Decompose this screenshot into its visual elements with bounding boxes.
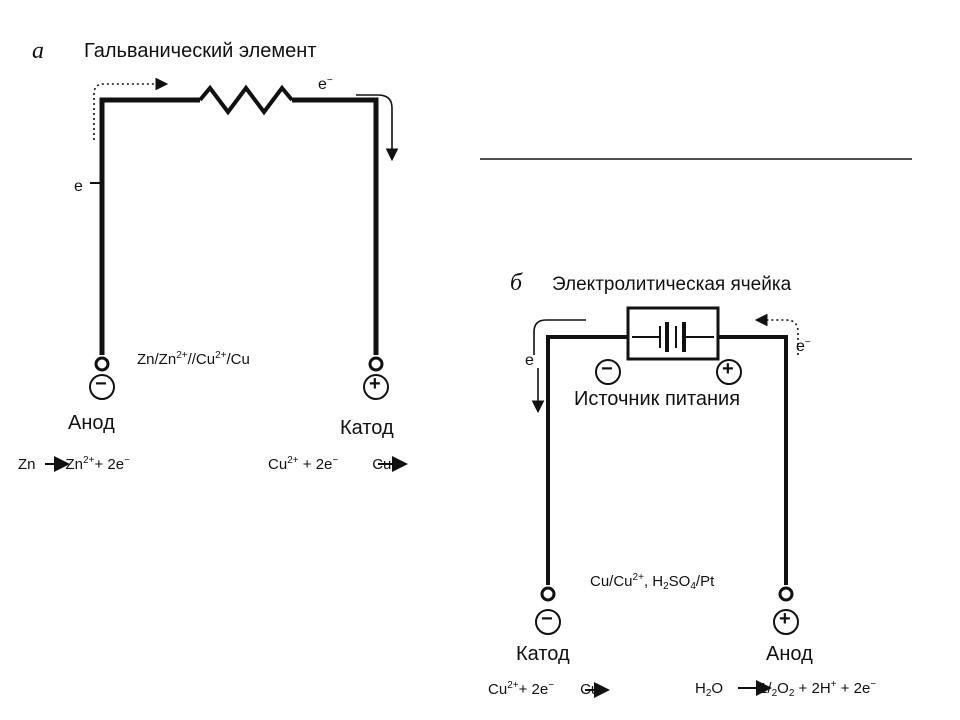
- anode-sign-a: −: [95, 373, 107, 395]
- anode-sign-circle-b: [773, 609, 799, 635]
- power-source-box: [626, 306, 720, 361]
- panel-b-letter: б: [510, 270, 523, 296]
- anode-terminal-b: [778, 586, 794, 602]
- electron-flow-arrow-right: [356, 94, 399, 162]
- source-minus-sign: −: [601, 358, 613, 380]
- cathode-sign-a: +: [369, 373, 381, 395]
- cathode-reaction-a: Cu2+ + 2e−Cu: [268, 455, 392, 474]
- anode-label-a: Анод: [68, 412, 115, 434]
- anode-sign-b: +: [779, 608, 791, 630]
- electron-flow-arrow-left-b: [533, 319, 586, 355]
- anode-terminal: [94, 356, 110, 372]
- wire-right: [292, 97, 379, 355]
- cathode-sign-circle-b: [535, 609, 561, 635]
- anode-label-b: Анод: [766, 643, 813, 665]
- electron-label-top: e−: [318, 75, 333, 94]
- source-plus-circle: [716, 359, 742, 385]
- electron-label-left: e: [74, 178, 83, 195]
- cathode-label-b: Катод: [516, 643, 570, 665]
- cell-notation-a: Zn/Zn2+//Cu2+/Cu: [137, 350, 250, 369]
- resistor: [198, 84, 294, 116]
- cathode-sign-b: −: [541, 608, 553, 630]
- anode-sign-circle: [89, 374, 115, 400]
- wire-left-b: [546, 335, 628, 585]
- electrolytic-cell-circuit: [45, 306, 799, 698]
- galvanic-cell-circuit: [89, 77, 399, 400]
- source-plus-sign: +: [722, 358, 734, 380]
- cathode-reaction-b: Cu2++ 2e−Cu: [488, 680, 600, 699]
- cathode-terminal: [368, 356, 384, 372]
- cathode-sign-circle: [363, 374, 389, 400]
- electron-label-right-b: e−: [796, 337, 811, 356]
- cathode-label-a: Катод: [340, 417, 394, 439]
- source-minus-circle: [595, 359, 621, 385]
- wire-left: [99, 97, 200, 355]
- cell-notation-b: Cu/Cu2+, H2SO4/Pt: [590, 572, 715, 592]
- wire-right-b: [718, 335, 788, 585]
- panel-a-letter: а: [32, 38, 44, 64]
- cathode-terminal-b: [540, 586, 556, 602]
- panel-a-title: Гальванический элемент: [84, 40, 317, 62]
- electron-label-left-b: e: [525, 352, 534, 369]
- panel-b-title: Электролитическая ячейка: [552, 274, 792, 295]
- electron-flow-arrow-left: [93, 77, 169, 140]
- power-source-label: Источник питания: [574, 388, 741, 410]
